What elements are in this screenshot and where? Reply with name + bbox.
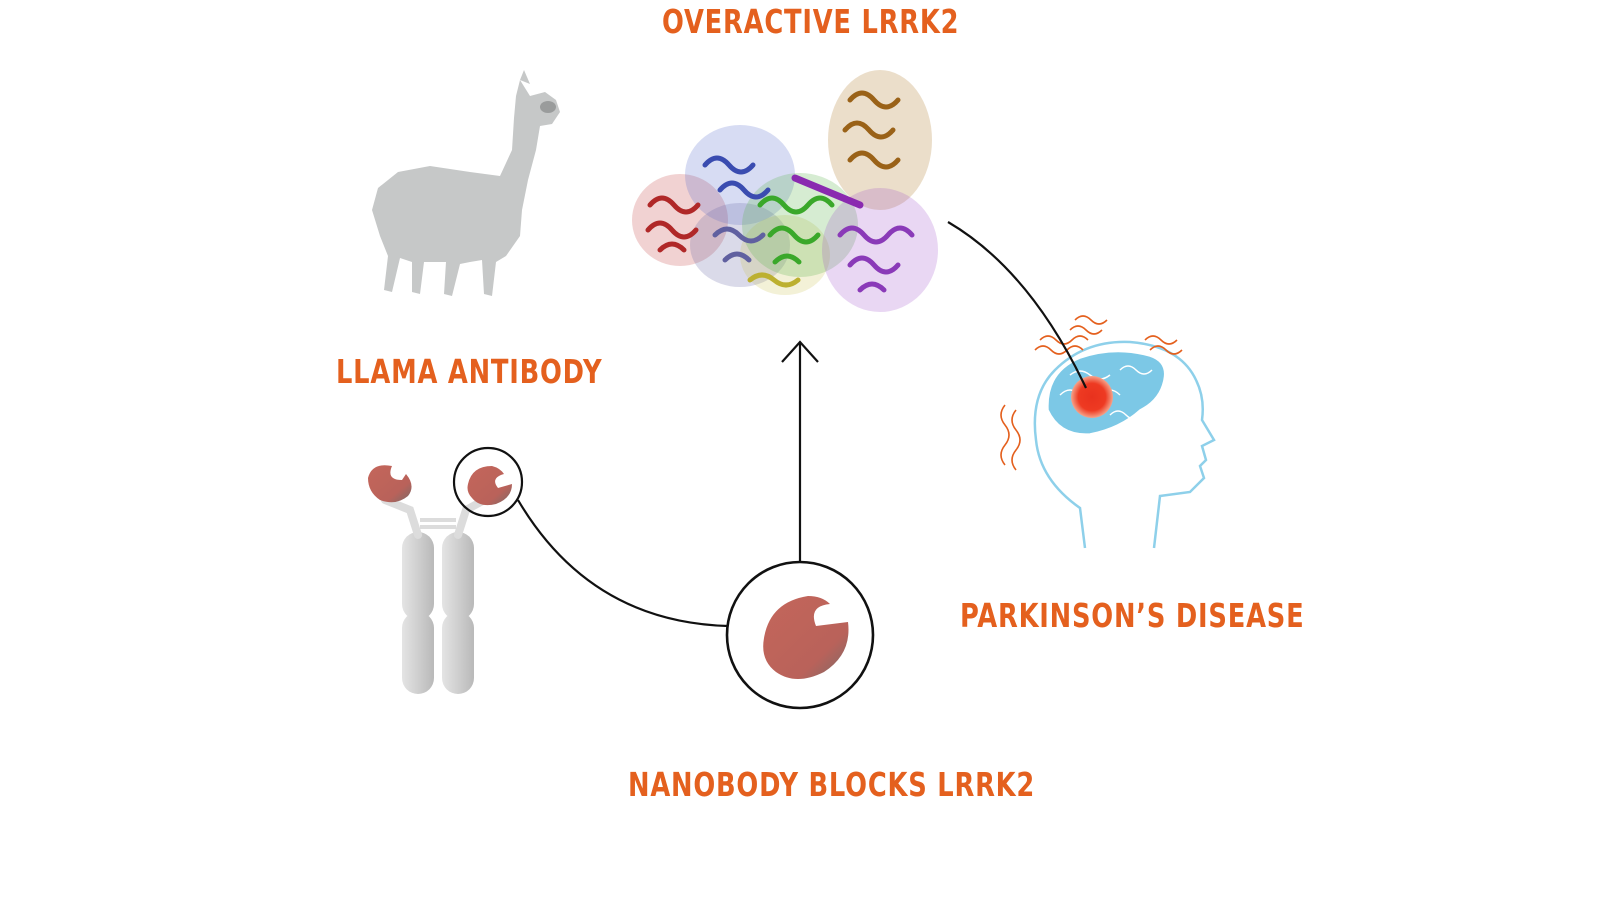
up-arrow: [782, 342, 818, 562]
antibody-icon: [368, 448, 522, 694]
connector-protein-to-brain: [948, 222, 1086, 388]
head-with-brain-icon: [1001, 316, 1214, 548]
connector-antibody-to-nanobody: [518, 500, 728, 626]
label-nanobody-blocks-lrrk2: NANOBODY BLOCKS LRRK2: [628, 765, 1035, 804]
brain-hotspot: [1071, 376, 1113, 418]
antibody-tip-right: [468, 466, 513, 505]
antibody-tip-left: [368, 465, 412, 502]
label-overactive-lrrk2: OVERACTIVE LRRK2: [662, 2, 959, 41]
nanobody-icon: [727, 562, 873, 708]
label-llama-antibody: LLAMA ANTIBODY: [336, 352, 602, 391]
lrrk2-protein-icon: [632, 70, 938, 312]
label-parkinsons-disease: PARKINSON’S DISEASE: [960, 596, 1304, 635]
llama-icon: [372, 70, 560, 296]
